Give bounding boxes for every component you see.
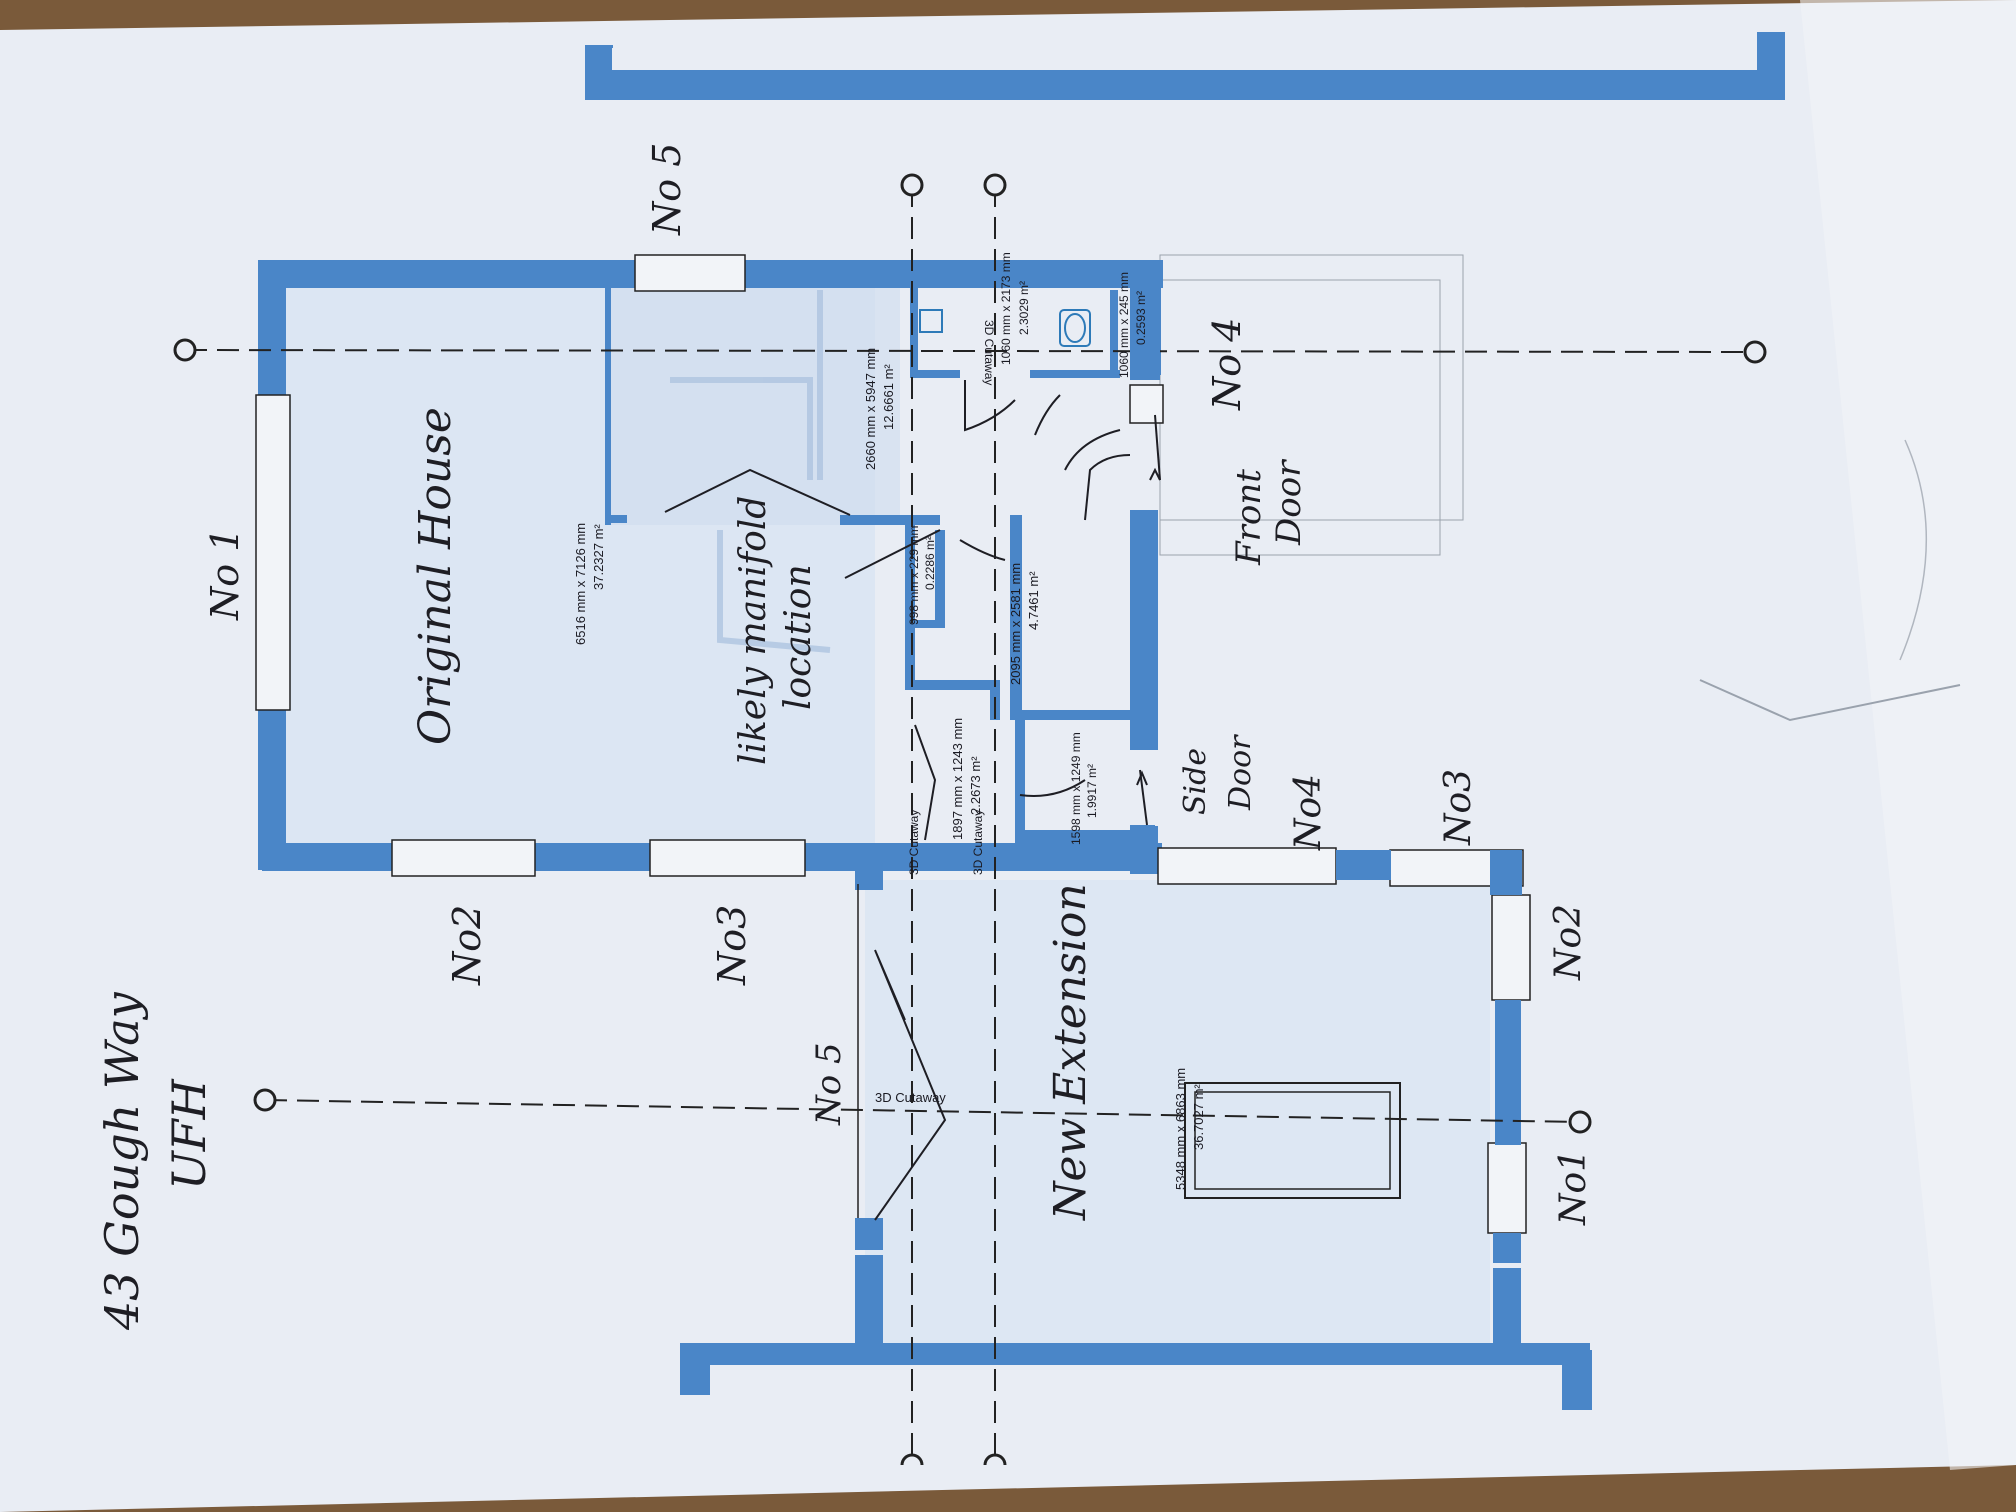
skylight bbox=[1184, 1082, 1401, 1199]
internal-walls bbox=[605, 285, 1158, 850]
label-no3-side: No3 bbox=[1438, 769, 1479, 846]
dim-small-size: 1897 mm x 1243 mm bbox=[950, 718, 965, 840]
dim-hall-size: 2660 mm x 5947 mm bbox=[863, 348, 878, 470]
section-markers bbox=[173, 173, 1767, 1466]
side-door-line2: Door bbox=[1223, 734, 1258, 811]
cutaway-a: 3D Cutaway bbox=[907, 810, 921, 875]
section-lines bbox=[184, 185, 1756, 1460]
room-tint-hall bbox=[610, 285, 900, 525]
wc-symbol bbox=[919, 309, 1091, 347]
window-no5 bbox=[634, 254, 746, 292]
dim-cupboard-size: 1060 mm x 245 mm bbox=[1117, 272, 1131, 378]
front-door-step bbox=[1129, 384, 1164, 424]
label-no4-right: No 4 bbox=[1205, 318, 1249, 411]
window-no1-ext bbox=[1487, 1142, 1527, 1234]
front-door-line2: Door bbox=[1269, 459, 1309, 546]
title-line1: 43 Gough Way bbox=[95, 991, 149, 1331]
label-no1-top: No 1 bbox=[203, 528, 247, 621]
top-boundary-wall bbox=[585, 32, 1785, 100]
room-new-extension: New Extension bbox=[1045, 883, 1096, 1221]
label-no4-side: No4 bbox=[1288, 774, 1329, 851]
pencil-scribble bbox=[1699, 679, 1961, 722]
cutaway-ext: 3D Cutaway bbox=[875, 1090, 946, 1105]
dim-extension-area: 36.7027 m² bbox=[1191, 1084, 1206, 1150]
room-labels: Original House likely manifold location … bbox=[410, 407, 1096, 1221]
door-labels: Front Door Side Door bbox=[1178, 459, 1309, 815]
window-no1 bbox=[255, 394, 291, 711]
room-tint-extension bbox=[865, 880, 1490, 1355]
dim-original-area: 37.2327 m² bbox=[591, 524, 606, 590]
dim-wc-area: 2.3029 m² bbox=[1017, 281, 1031, 335]
room-manifold-line1: likely manifold bbox=[733, 496, 774, 765]
dimension-labels: 6516 mm x 7126 mm 37.2327 m² 2660 mm x 5… bbox=[573, 252, 1206, 1190]
dim-wc-size: 1060 mm x 2173 mm bbox=[999, 252, 1013, 365]
dim-hall-area: 12.6661 m² bbox=[881, 364, 896, 430]
dim-original-size: 6516 mm x 7126 mm bbox=[573, 523, 588, 645]
dim-manifold-cup-size: 998 mm x 229 mm bbox=[907, 526, 921, 625]
title-line2: UFH bbox=[162, 1078, 216, 1190]
dim-small-area: 2.2673 m² bbox=[968, 756, 983, 815]
label-no5-top: No 5 bbox=[645, 143, 689, 236]
dim-lobby-area: 1.9917 m² bbox=[1085, 764, 1099, 818]
door-swings bbox=[664, 380, 1161, 1221]
front-door-line1: Front bbox=[1229, 469, 1269, 566]
label-no1-ext: No1 bbox=[1553, 1149, 1594, 1226]
pencil-scribble-2 bbox=[1899, 439, 1927, 661]
label-no2-ext: No2 bbox=[1548, 904, 1589, 981]
side-door-line1: Side bbox=[1178, 748, 1213, 815]
window-no3 bbox=[649, 839, 806, 877]
ghost-fixtures bbox=[670, 290, 831, 653]
cutaway-c: 3D Cutaway bbox=[982, 320, 996, 385]
wc-wall-solid bbox=[1130, 260, 1160, 380]
windows bbox=[255, 254, 1531, 1234]
dim-manifold-cup-area: 0.2286 m² bbox=[923, 536, 937, 590]
dim-extension-size: 5348 mm x 6863 mm bbox=[1173, 1068, 1188, 1190]
window-no2-ext bbox=[1491, 894, 1531, 1001]
title-block: 43 Gough Way UFH bbox=[95, 991, 216, 1331]
dim-cupboard-area: 0.2593 m² bbox=[1134, 291, 1148, 345]
label-no5-ext: No 5 bbox=[809, 1042, 849, 1126]
cutaway-annotations: 3D Cutaway 3D Cutaway 3D Cutaway 3D Cuta… bbox=[875, 320, 996, 1105]
room-original-house: Original House bbox=[410, 407, 461, 745]
room-manifold-line2: location bbox=[778, 564, 819, 710]
zone-labels: No 1 No 5 No2 No3 No 4 No4 No3 No2 No1 N… bbox=[203, 143, 1594, 1226]
label-no2-bottom: No2 bbox=[445, 905, 489, 986]
label-no3-bottom: No3 bbox=[710, 905, 754, 986]
window-no2 bbox=[391, 839, 536, 877]
window-no4-side bbox=[1157, 847, 1337, 885]
dim-store-area: 4.7461 m² bbox=[1026, 571, 1041, 630]
paper-shadow-edge bbox=[1800, 0, 2016, 1470]
dim-lobby-size: 1598 mm x 1249 mm bbox=[1069, 732, 1083, 845]
bottom-boundary-wall bbox=[680, 1343, 1592, 1410]
dim-store-size: 2095 mm x 2581 mm bbox=[1008, 563, 1023, 685]
cutaway-b: 3D Cutaway bbox=[971, 810, 985, 875]
